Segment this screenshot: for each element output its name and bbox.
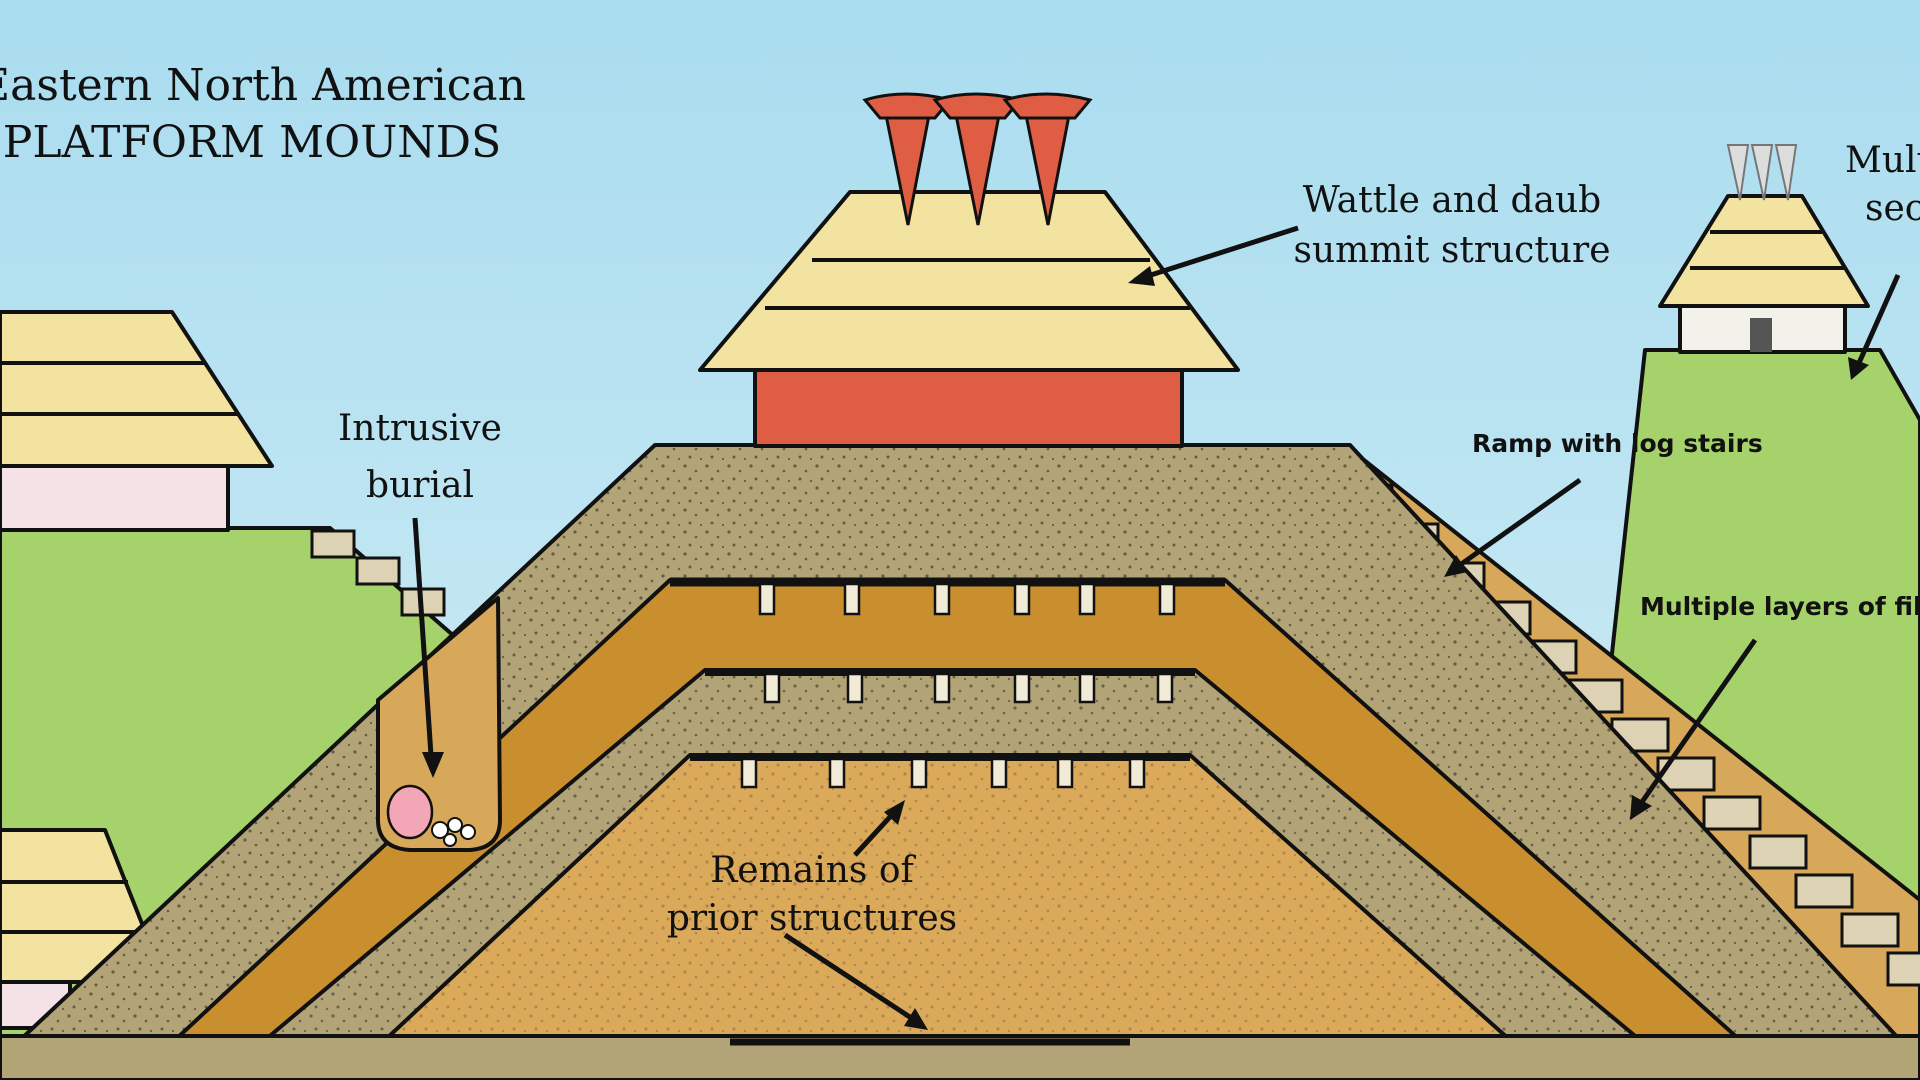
log-stair-step xyxy=(1886,951,1920,987)
label-ramp: Ramp with log stairs xyxy=(1472,429,1763,458)
label-cut-line2: seco xyxy=(1865,188,1920,229)
label-prior-line1: Remains of xyxy=(710,850,916,891)
prior-structure-post xyxy=(1156,672,1174,704)
label-burial-line2: burial xyxy=(366,465,474,506)
log-stair-step xyxy=(1748,834,1808,870)
prior-structure-post xyxy=(763,672,781,704)
main-mound xyxy=(18,443,1902,1070)
label-summit-line2: summit structure xyxy=(1293,230,1610,271)
log-stair-step xyxy=(1840,912,1900,948)
roof-ornaments xyxy=(862,92,1093,226)
prior-structure-post xyxy=(740,757,758,789)
prior-structure-post xyxy=(843,582,861,616)
burial-pot xyxy=(386,784,434,840)
prior-structure-post xyxy=(1128,757,1146,789)
burial-bones xyxy=(431,817,476,847)
prior-structure-post xyxy=(990,757,1008,789)
left-house-roof xyxy=(0,310,274,468)
prior-structure-post xyxy=(846,672,864,704)
summit-structure xyxy=(698,92,1240,448)
left-house-wall xyxy=(0,460,230,532)
log-stair-step xyxy=(1702,795,1762,831)
summit-roof xyxy=(698,190,1240,372)
diagram-title-line1: Eastern North American xyxy=(0,60,526,111)
label-burial-line1: Intrusive xyxy=(338,408,502,449)
right-house-door xyxy=(1750,318,1772,352)
right-roof-ornaments xyxy=(1726,144,1798,201)
prior-structure-post xyxy=(1056,757,1074,789)
prior-structure-post xyxy=(1013,672,1031,704)
prior-structure-post xyxy=(1078,582,1096,616)
right-house-roof xyxy=(1658,194,1870,308)
core-fill-speckle xyxy=(385,755,1510,1040)
label-cut-line1: Mult xyxy=(1845,140,1920,181)
prior-structure-post xyxy=(1013,582,1031,616)
diagram-title-line2: PLATFORM MOUNDS xyxy=(3,117,501,168)
annotation-arrows xyxy=(412,225,1901,1030)
prior-structure-post xyxy=(758,582,776,616)
left-stairs xyxy=(310,529,446,617)
prior-structure-post xyxy=(828,757,846,789)
summit-wall xyxy=(753,368,1184,448)
prior-structure-post xyxy=(1078,672,1096,704)
prior-structure-post xyxy=(910,757,928,789)
prior-structure-post xyxy=(1158,582,1176,616)
label-fill-layers: Multiple layers of fill xyxy=(1640,592,1920,621)
log-stair-step xyxy=(1794,873,1854,909)
label-summit-line1: Wattle and daub xyxy=(1303,180,1601,221)
prior-structure-post xyxy=(933,672,951,704)
label-prior-line2: prior structures xyxy=(667,898,957,939)
intrusive-burial-pit xyxy=(376,596,502,852)
prior-structure-post xyxy=(933,582,951,616)
